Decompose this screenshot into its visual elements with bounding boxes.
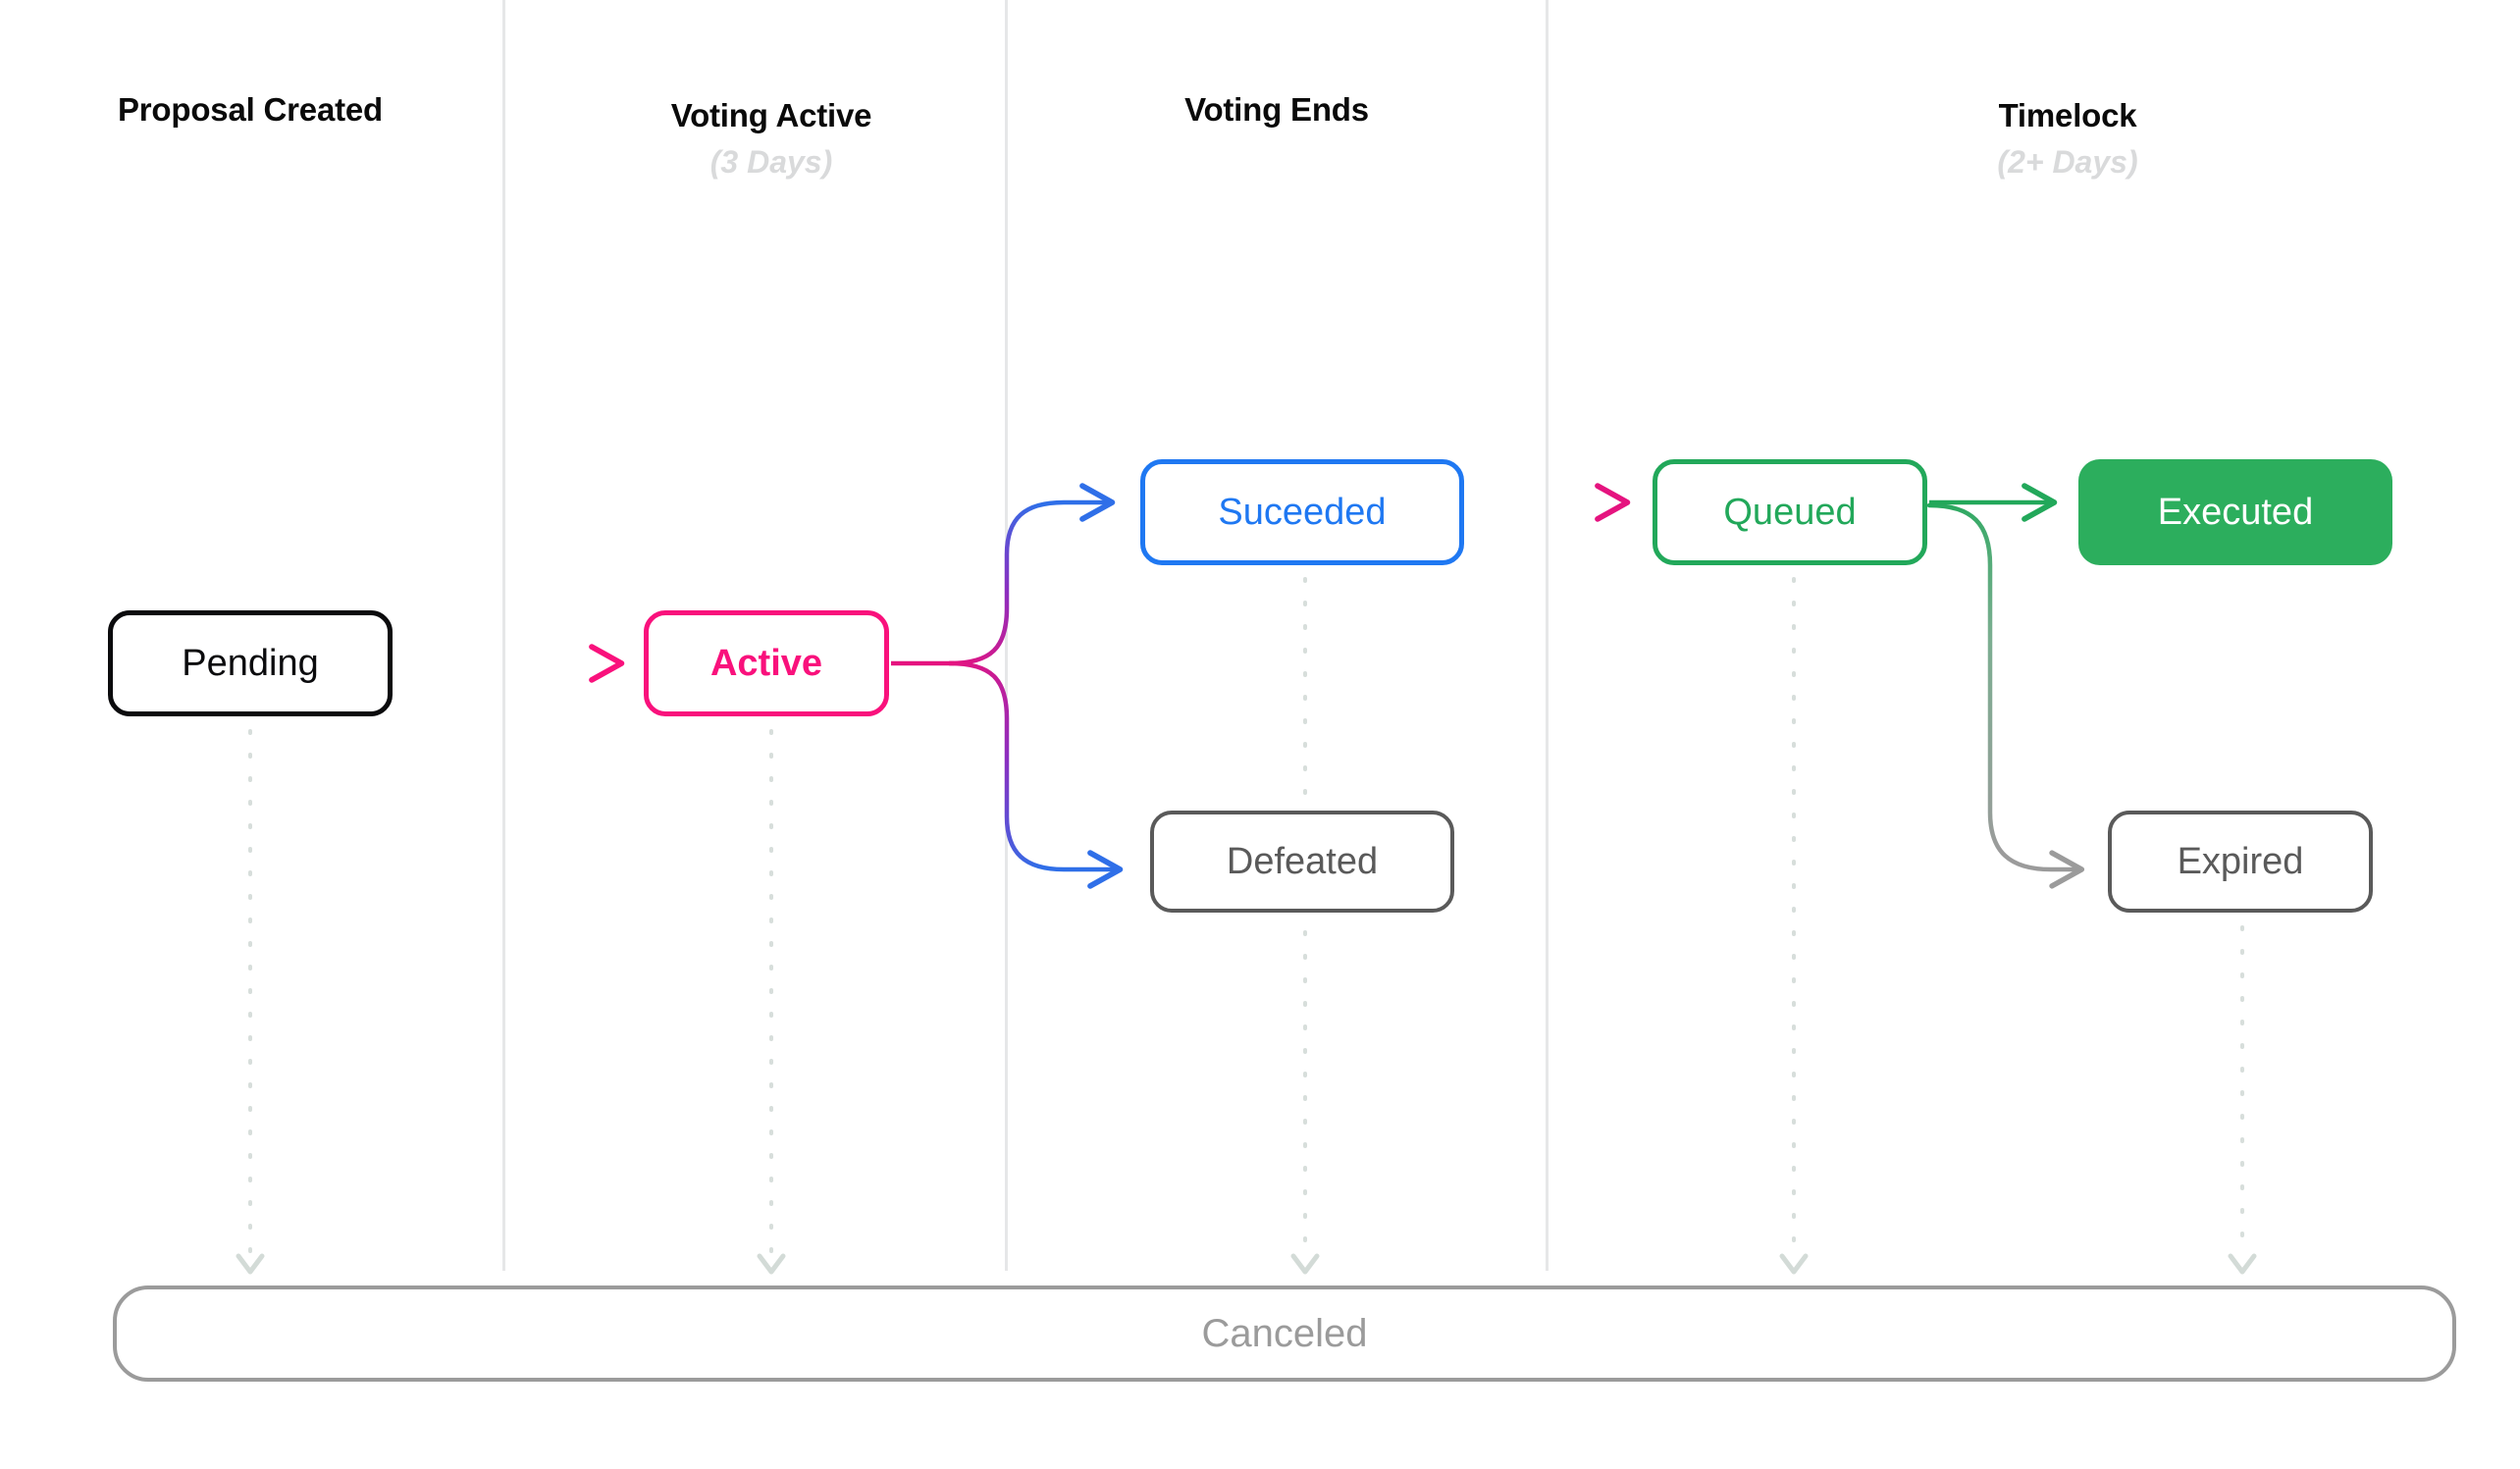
- edge-queued-to-expired: [1926, 502, 2085, 889]
- node-executed[interactable]: Executed: [2078, 459, 2392, 565]
- phase-title: Timelock: [1998, 97, 2137, 133]
- node-label: Active: [709, 643, 823, 684]
- node-label: Executed: [2157, 492, 2314, 533]
- node-label: Defeated: [1226, 841, 1379, 882]
- drop-arrow-queued: [1779, 1253, 1809, 1275]
- phase-divider-3: [1546, 0, 1549, 1271]
- node-canceled[interactable]: Canceled: [113, 1285, 2456, 1382]
- phase-header-voting-active: Voting Active (3 Days): [575, 96, 968, 182]
- drop-arrow-active: [757, 1253, 786, 1275]
- node-pending[interactable]: Pending: [108, 610, 393, 716]
- phase-title: Proposal Created: [117, 91, 384, 128]
- phase-divider-1: [502, 0, 505, 1271]
- phase-header-proposal-created: Proposal Created: [54, 90, 446, 130]
- phase-divider-2: [1005, 0, 1008, 1271]
- node-label: Suceeded: [1218, 492, 1387, 533]
- node-label: Pending: [182, 643, 319, 684]
- node-expired[interactable]: Expired: [2108, 811, 2373, 913]
- node-label: Queued: [1723, 492, 1857, 533]
- node-active[interactable]: Active: [644, 610, 889, 716]
- node-queued[interactable]: Queued: [1653, 459, 1927, 565]
- phase-subtitle: (2+ Days): [1997, 143, 2138, 180]
- edge-active-to-suceeded: [947, 483, 1116, 666]
- canceled-label: Canceled: [1201, 1311, 1368, 1355]
- phase-title: Voting Ends: [1184, 91, 1369, 128]
- node-defeated[interactable]: Defeated: [1150, 811, 1454, 913]
- phase-header-timelock: Timelock (2+ Days): [1871, 96, 2264, 182]
- drop-arrow-suceeded: [1290, 1253, 1320, 1275]
- phase-title: Voting Active: [670, 97, 872, 133]
- node-suceeded[interactable]: Suceeded: [1140, 459, 1464, 565]
- node-label: Expired: [2177, 841, 2304, 882]
- edge-active-to-defeated: [947, 660, 1124, 889]
- drop-arrow-pending: [236, 1253, 265, 1275]
- phase-subtitle: (3 Days): [709, 143, 833, 180]
- phase-header-voting-ends: Voting Ends: [1080, 90, 1473, 130]
- drop-arrow-expired: [2228, 1253, 2257, 1275]
